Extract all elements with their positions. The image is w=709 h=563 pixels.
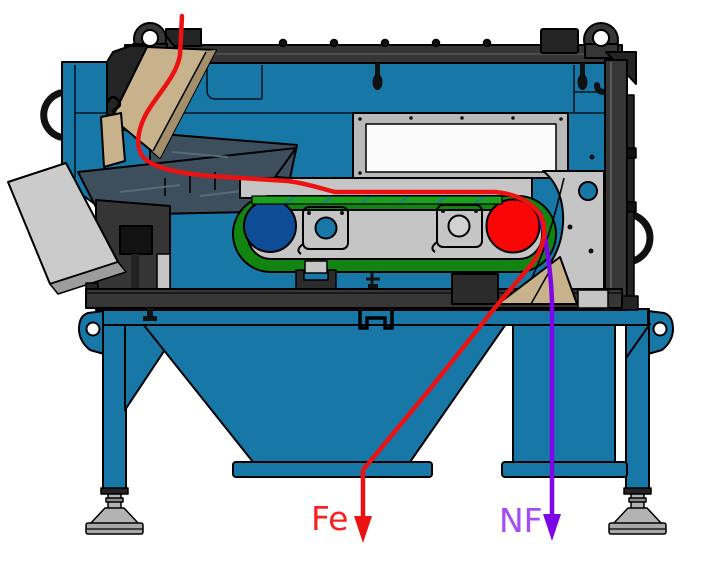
drive-box — [119, 225, 153, 255]
nf-label: NF — [499, 501, 543, 540]
splitter-wedge — [497, 256, 578, 305]
panel-seams — [74, 65, 605, 178]
rail-bolt — [278, 38, 288, 48]
support-leg-left — [78, 308, 144, 535]
rail-bolt — [431, 38, 441, 48]
idler-left — [314, 216, 338, 240]
leg-column-left — [102, 308, 127, 490]
leveling-foot-left — [85, 487, 144, 535]
panel-bolt — [589, 154, 595, 160]
support-post — [131, 254, 139, 292]
belt-tension-bolt — [366, 272, 380, 286]
belt-hatch — [284, 196, 485, 204]
eye-hole-right — [592, 29, 610, 47]
bearing-bracket-left — [302, 206, 349, 250]
bearing-bracket-right — [436, 204, 483, 248]
discharge-hoppers — [102, 308, 651, 478]
top-port-stub — [540, 28, 579, 54]
belt-mount-pad — [304, 260, 328, 274]
hanger-pin-left — [372, 63, 383, 90]
tray-edge — [49, 261, 127, 295]
hanger-pin-right — [577, 63, 588, 90]
chute-clamp — [105, 95, 122, 113]
tail-pulley — [243, 199, 297, 253]
inspection-window — [352, 112, 569, 179]
belt-conveyor — [232, 195, 557, 290]
fe-outlet-flange — [232, 461, 433, 478]
nf-chute — [512, 323, 616, 463]
rail-bolt — [380, 38, 390, 48]
door-handle-left — [40, 89, 64, 141]
chute-support-column — [100, 112, 126, 168]
door-handle-right — [622, 210, 654, 266]
guide-strip — [156, 253, 171, 293]
idler-right — [447, 214, 471, 238]
magnetic-rotor — [485, 198, 541, 254]
eye-hole-left — [141, 29, 159, 47]
belt-top-surface — [251, 195, 503, 205]
support-leg-right — [608, 308, 674, 535]
lug-hole-right — [652, 321, 668, 337]
fe-label: Fe — [311, 499, 348, 538]
right-frame-column — [604, 59, 639, 311]
rail-bolt — [482, 38, 492, 48]
chute-top-plate — [577, 289, 609, 309]
splitter-bracket — [451, 273, 499, 305]
lug-hole-left — [85, 321, 101, 337]
fe-flow-arrow — [136, 13, 547, 543]
chute-inner-shadow — [152, 50, 216, 158]
belt-mount-bracket — [295, 269, 337, 290]
lifting-eye-right — [583, 22, 619, 59]
splitter-hole — [578, 181, 598, 201]
fe-hopper-funnel — [142, 323, 507, 463]
rail-hanger-bracket — [358, 308, 394, 330]
rail-bolt — [329, 38, 339, 48]
leveling-foot-right — [608, 487, 667, 535]
nf-outlet-flange — [501, 461, 628, 478]
